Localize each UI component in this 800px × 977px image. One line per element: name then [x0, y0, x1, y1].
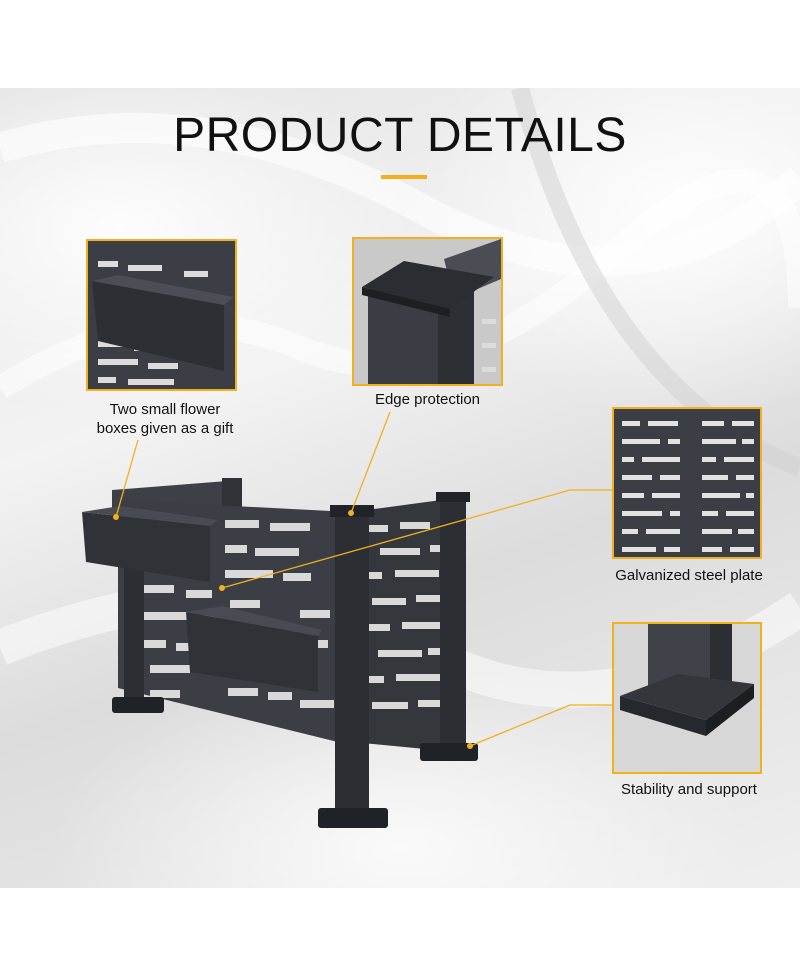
inset-flower-boxes [86, 239, 237, 391]
corner-post-cap [330, 505, 374, 517]
label-flower-boxes-line1: Two small flower [109, 401, 221, 418]
corner-foot [318, 808, 388, 828]
inset-edge-protection [352, 237, 503, 386]
label-stability-support: Stability and support [621, 781, 757, 798]
left-post [124, 560, 144, 700]
flower-box-lower [186, 612, 318, 692]
label-edge-protection: Edge protection [374, 391, 481, 408]
right-post [440, 495, 466, 747]
label-flower-boxes: Two small flower boxes given as a gift [70, 400, 260, 438]
inset-stability-support [612, 622, 762, 774]
right-post-cap [436, 492, 470, 502]
flower-box-upper [82, 512, 210, 582]
corner-post [335, 512, 369, 812]
left-foot [112, 697, 164, 713]
inset-steel-plate [612, 407, 762, 559]
label-flower-boxes-line2: boxes given as a gift [96, 420, 234, 437]
right-foot [420, 743, 478, 761]
page-title: PRODUCT DETAILS [173, 109, 627, 162]
label-steel-plate: Galvanized steel plate [615, 567, 763, 584]
steel-plate-pattern [614, 409, 760, 557]
title-underline [381, 175, 427, 179]
